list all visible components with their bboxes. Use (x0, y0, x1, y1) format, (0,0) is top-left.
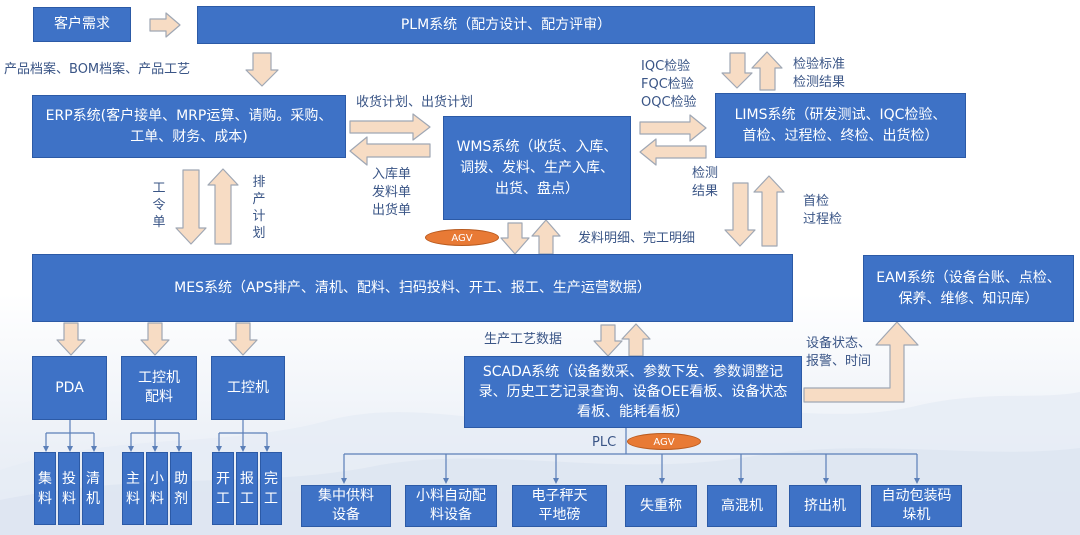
ipc-batching-child-box: 助剂 (170, 452, 192, 525)
pda-child-box: 投料 (58, 452, 80, 525)
plc-label: PLC (592, 435, 617, 450)
pda-box: PDA (32, 356, 107, 420)
mes-system-box: MES系统（APS排产、清机、配料、扫码投料、开工、报工、生产运营数据） (32, 254, 793, 322)
pda-child-label: 投料 (62, 470, 76, 507)
pda-child-label: 集料 (38, 470, 52, 507)
ipc-child-box: 完工 (260, 452, 282, 525)
equipment-label: 小料自动配料设备 (416, 488, 486, 523)
pda-child-label: 清机 (86, 470, 100, 507)
ipc-child-box: 开工 (212, 452, 234, 525)
wms-system-box: WMS系统（收货、入库、调拨、发料、生产入库、出货、盘点） (443, 116, 631, 220)
wms-system-label: WMS系统（收货、入库、调拨、发料、生产入库、出货、盘点） (456, 138, 618, 197)
equipment-box: 集中供料设备 (301, 485, 391, 527)
ipc-child-label: 开工 (216, 470, 230, 507)
plm-to-erp-label: 产品档案、BOM档案、产品工艺 (4, 62, 191, 77)
lims-to-wms-label: 检测 结果 (692, 166, 719, 199)
mes-system-label: MES系统（APS排产、清机、配料、扫码投料、开工、报工、生产运营数据） (174, 279, 651, 296)
scada-system-box: SCADA系统（设备数采、参数下发、参数调整记录、历史工艺记录查询、设备OEE看… (464, 356, 802, 428)
scada-system-label: SCADA系统（设备数采、参数下发、参数调整记录、历史工艺记录查询、设备OEE看… (478, 364, 788, 420)
wms-to-lims-label: IQC检验 FQC检验 OQC检验 (641, 59, 697, 110)
plm-system-label: PLM系统（配方设计、配方评审） (400, 16, 612, 33)
ipc-box: 工控机 (211, 356, 285, 420)
mes-wms-label: 发料明细、完工明细 (578, 231, 696, 246)
lims-system-label: LIMS系统（研发测试、IQC检验、首检、过程检、终检、出货检） (734, 106, 947, 144)
mes-to-lims-label: 首检 过程检 (803, 194, 843, 227)
equipment-box: 挤出机 (789, 485, 861, 527)
ipc-batching-box: 工控机配料 (121, 356, 197, 420)
lims-to-plm-label: 检验标准 检测结果 (793, 57, 846, 90)
scada-to-eam-label: 设备状态、 报警、时间 (806, 336, 872, 369)
plm-system-box: PLM系统（配方设计、配方评审） (197, 6, 815, 44)
ipc-batching-label: 工控机配料 (138, 370, 180, 405)
agv-badge: AGV (425, 229, 499, 246)
ipc-child-label: 报工 (240, 470, 254, 507)
agv-badge: AGV (627, 433, 701, 450)
customer-requirements-box: 客户需求 (33, 7, 131, 42)
equipment-label: 自动包装码垛机 (881, 488, 952, 523)
equipment-label: 失重称 (640, 497, 682, 514)
mes-scada-label: 生产工艺数据 (484, 332, 563, 347)
equipment-box: 高混机 (707, 485, 777, 527)
ipc-child-label: 完工 (264, 470, 278, 507)
wms-to-erp-label: 入库单 发料单 出货单 (372, 167, 412, 218)
equipment-box: 小料自动配料设备 (405, 485, 497, 527)
erp-system-box: ERP系统(客户接单、MRP运算、请购。采购、工单、财务、成本) (32, 95, 346, 158)
equipment-box: 自动包装码垛机 (871, 485, 962, 527)
mes-to-erp-label: 排产计划 (252, 175, 266, 241)
eam-system-box: EAM系统（设备台账、点检、保养、维修、知识库） (863, 255, 1074, 322)
eam-system-label: EAM系统（设备台账、点检、保养、维修、知识库） (876, 269, 1061, 307)
pda-child-box: 清机 (82, 452, 104, 525)
erp-system-label: ERP系统(客户接单、MRP运算、请购。采购、工单、财务、成本) (45, 107, 333, 145)
lims-system-box: LIMS系统（研发测试、IQC检验、首检、过程检、终检、出货检） (715, 93, 966, 158)
erp-to-mes-label: 工令单 (152, 181, 166, 230)
equipment-box: 失重称 (625, 485, 697, 527)
ipc-batching-child-box: 主料 (122, 452, 144, 525)
ipc-child-box: 报工 (236, 452, 258, 525)
equipment-label: 挤出机 (804, 497, 846, 514)
ipc-batching-child-label: 助剂 (174, 470, 188, 507)
equipment-box: 电子秤天平地磅 (512, 485, 607, 527)
equipment-label: 电子秤天平地磅 (531, 488, 588, 523)
pda-label: PDA (55, 379, 84, 396)
ipc-batching-child-label: 小料 (150, 470, 164, 507)
pda-child-box: 集料 (34, 452, 56, 525)
customer-requirements-label: 客户需求 (54, 16, 110, 32)
ipc-label: 工控机 (227, 379, 269, 396)
ipc-batching-child-box: 小料 (146, 452, 168, 525)
erp-wms-label: 收货计划、出货计划 (356, 95, 474, 110)
equipment-label: 高混机 (721, 497, 763, 514)
equipment-label: 集中供料设备 (318, 488, 374, 523)
ipc-batching-child-label: 主料 (126, 470, 140, 507)
